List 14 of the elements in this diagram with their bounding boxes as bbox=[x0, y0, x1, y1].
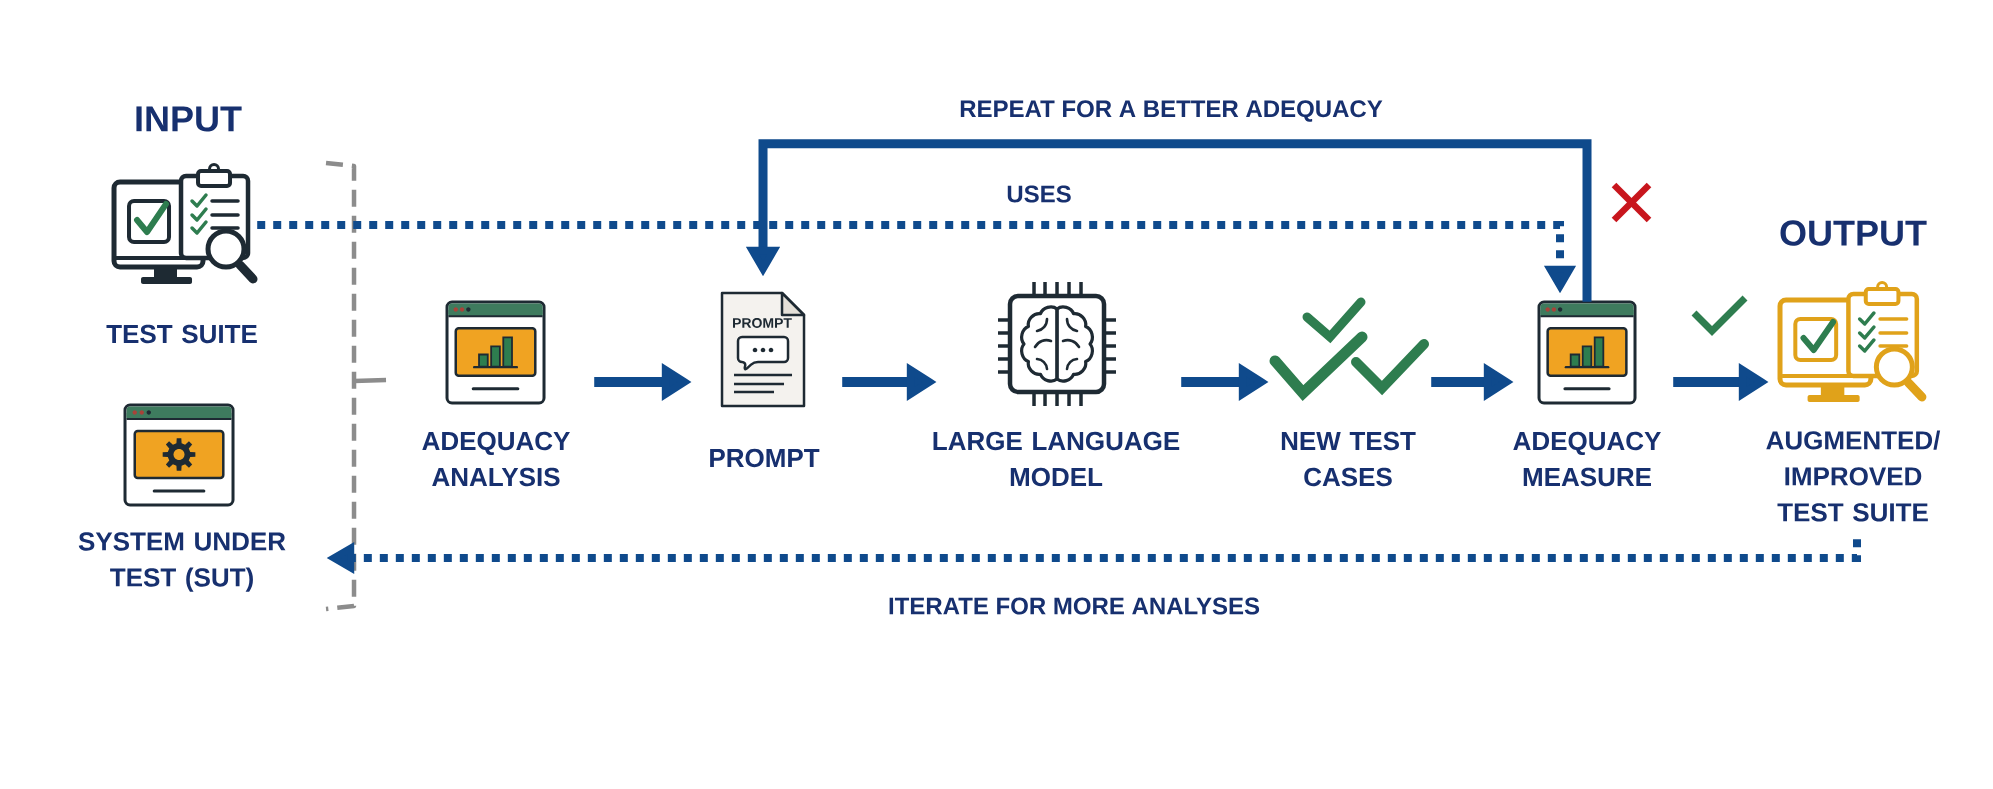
section-heading: INPUT bbox=[136, 106, 242, 132]
step-label: LARGE LANGUAGE MODEL bbox=[933, 431, 1180, 487]
document-text: PROMPT bbox=[733, 318, 792, 328]
step-label: AUGMENTED/ IMPROVED TEST SUITE bbox=[1766, 430, 1941, 522]
step-label: TEST SUITE bbox=[106, 324, 257, 344]
step-label: NEW TEST CASES bbox=[1281, 431, 1416, 487]
step-label: ADEQUACY MEASURE bbox=[1513, 431, 1661, 487]
edge-label: USES bbox=[1007, 185, 1071, 203]
section-heading: OUTPUT bbox=[1780, 220, 1927, 246]
edge-label: ITERATE FOR MORE ANALYSES bbox=[889, 597, 1260, 615]
step-label: ADEQUACY ANALYSIS bbox=[422, 431, 570, 487]
edge-label: REPEAT FOR A BETTER ADEQUACY bbox=[960, 100, 1383, 122]
step-label: PROMPT bbox=[710, 448, 820, 468]
step-label: SYSTEM UNDER TEST (SUT) bbox=[78, 532, 286, 592]
